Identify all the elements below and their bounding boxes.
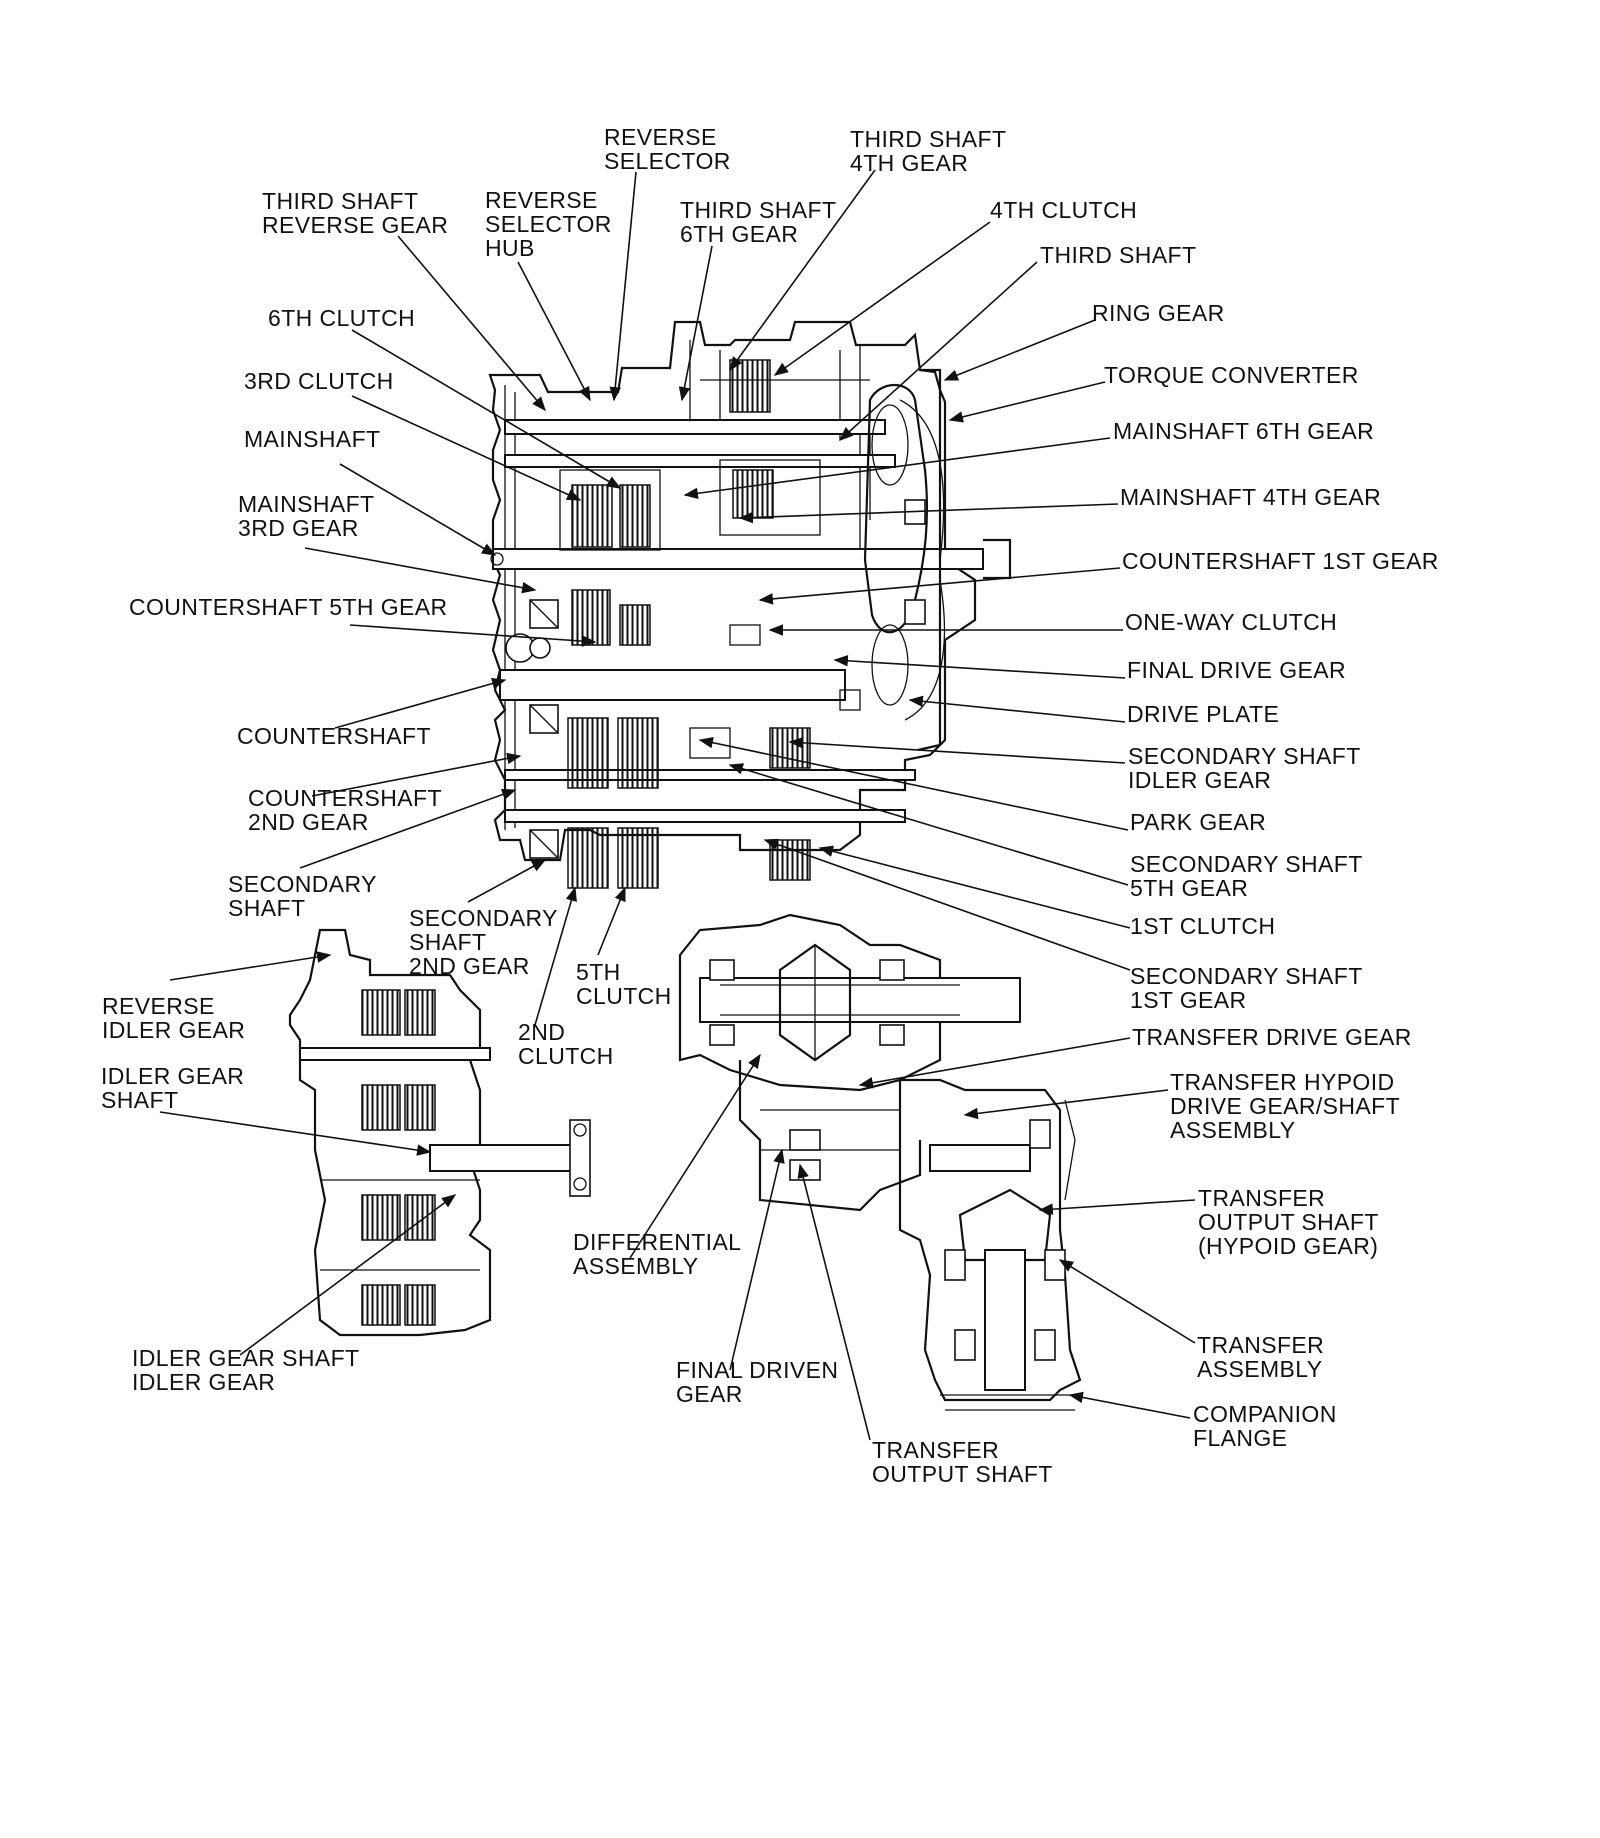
leader-transfer-output-shaft-hypoid [1038,1199,1196,1215]
leader-5th-clutch [597,886,626,956]
label-one-way-clutch: ONE-WAY CLUTCH [1125,609,1338,635]
label-6th-clutch: 6TH CLUTCH [268,305,416,331]
leader-ring-gear [943,319,1096,381]
leader-idler-gear-shaft-idler-gear [239,1194,457,1356]
label-mainshaft: MAINSHAFT [244,426,381,452]
leader-third-shaft-6th-gear [678,245,713,402]
leader-transfer-output-shaft [797,1163,871,1441]
label-park-gear: PARK GEAR [1130,809,1267,835]
label-torque-converter: TORQUE CONVERTER [1104,362,1359,388]
leader-secondary-shaft-1st-gear [763,838,1131,971]
leader-drive-plate [908,695,1126,723]
leader-mainshaft [339,463,497,556]
leader-mainshaft-3rd-gear [304,547,537,594]
leader-final-drive-gear [833,655,1126,679]
label-mainshaft-4th-gear: MAINSHAFT 4TH GEAR [1120,484,1382,510]
main-transmission-housing [488,320,1012,889]
label-1st-clutch: 1ST CLUTCH [1130,913,1276,939]
leader-reverse-selector [609,171,637,402]
leader-countershaft [334,677,507,729]
differential-housing [678,913,1021,1212]
leader-park-gear [698,737,1129,831]
leader-third-shaft-4th-gear [729,169,876,372]
leader-final-driven-gear [729,1148,785,1371]
leader-6th-clutch [351,329,622,489]
leader-1st-clutch [818,845,1131,929]
leader-2nd-clutch [534,886,577,1026]
leader-countershaft-1st-gear [758,567,1121,605]
leader-differential-assembly [629,1053,761,1259]
leader-third-shaft-reverse-gear [397,235,546,412]
label-mainshaft-6th-gear: MAINSHAFT 6TH GEAR [1113,418,1375,444]
idler-gear-shaft-inset [288,928,591,1337]
label-countershaft-1st-gear: COUNTERSHAFT 1ST GEAR [1122,548,1439,574]
label-countershaft-5th-gear: COUNTERSHAFT 5TH GEAR [129,594,448,620]
leader-mainshaft-4th-gear [738,503,1119,524]
label-ring-gear: RING GEAR [1092,300,1225,326]
label-countershaft: COUNTERSHAFT [237,723,431,749]
leader-countershaft-2nd-gear [311,752,522,797]
leader-4th-clutch [773,221,991,376]
leader-secondary-shaft-idler-gear [788,737,1126,764]
leader-secondary-shaft [299,789,517,869]
leader-transfer-drive-gear [858,1037,1131,1089]
label-drive-plate: DRIVE PLATE [1127,701,1280,727]
label-3rd-clutch: 3RD CLUTCH [244,368,394,394]
leader-lines [159,169,1196,1441]
leader-countershaft-5th-gear [349,624,597,647]
leader-reverse-selector-hub [517,261,591,402]
label-transfer-drive-gear: TRANSFER DRIVE GEAR [1132,1024,1412,1050]
leader-reverse-idler-gear [169,951,332,981]
label-4th-clutch: 4TH CLUTCH [990,197,1138,223]
leader-3rd-clutch [351,395,582,501]
transfer-assembly-housing [898,1078,1082,1411]
leader-idler-gear-shaft [159,1111,432,1156]
leader-secondary-shaft-5th-gear [728,763,1129,886]
leader-torque-converter [948,381,1106,423]
leader-third-shaft [838,261,1038,441]
leader-companion-flange [1068,1391,1191,1419]
leader-transfer-hypoid-drive-gear [963,1089,1169,1120]
label-third-shaft: THIRD SHAFT [1040,242,1197,268]
label-final-drive-gear: FINAL DRIVE GEAR [1127,657,1346,683]
leader-secondary-shaft-2nd-gear [467,859,547,903]
leader-transfer-assembly [1058,1259,1196,1344]
leader-mainshaft-6th-gear [683,437,1111,499]
